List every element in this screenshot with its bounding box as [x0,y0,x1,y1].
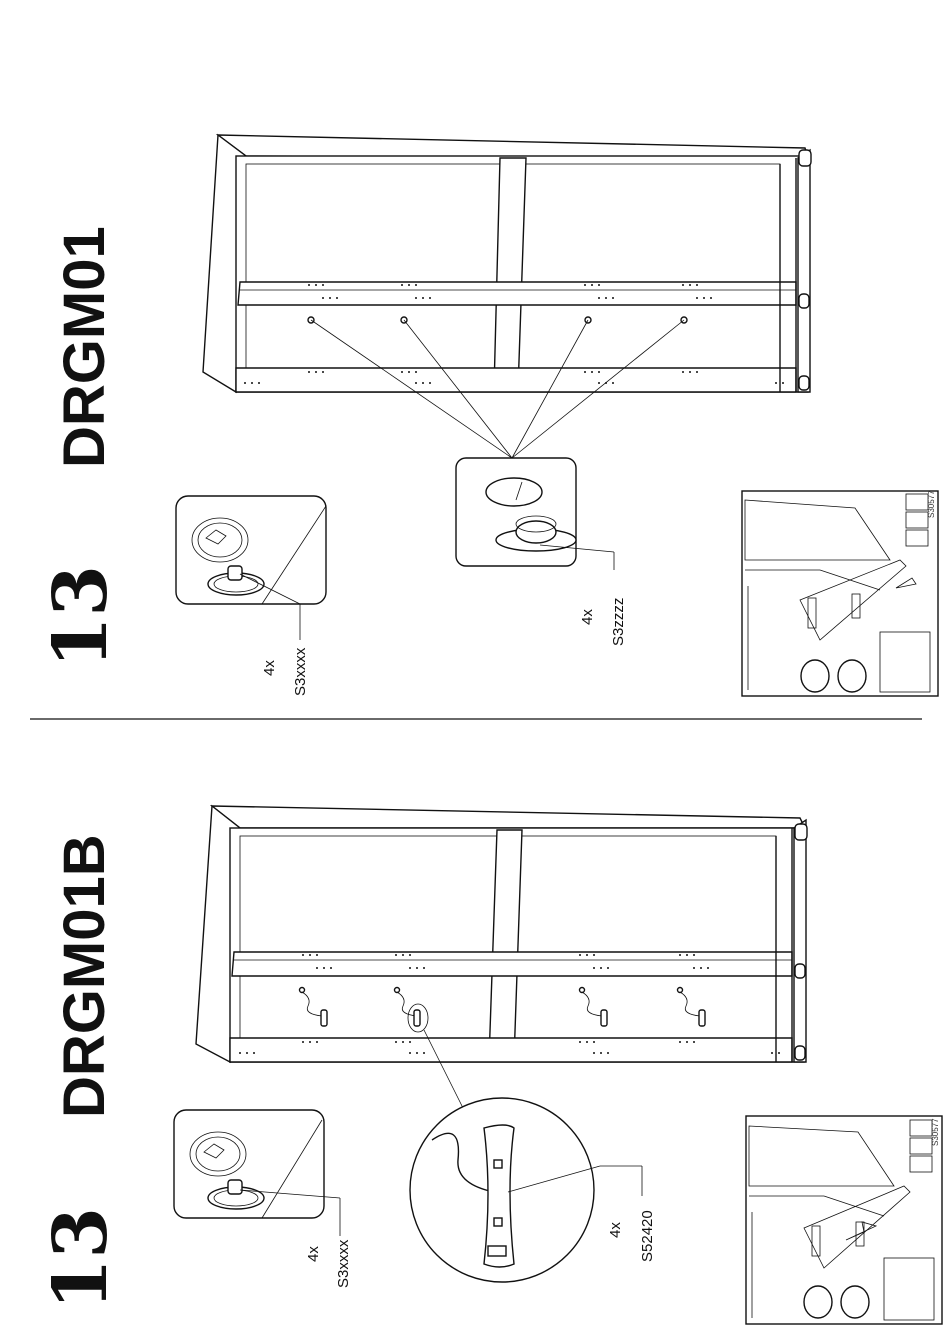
callout-qty-clip-bottom: 4x [305,1246,322,1262]
callout-code-bracket-bottom: S52420 [639,1210,656,1262]
cabinet-drawing-top [203,135,811,458]
callout-qty-bracket-bottom: 4x [607,1222,624,1238]
clip-fitting-detail-top [176,496,326,640]
callout-qty-cap-top: 4x [579,609,596,625]
callout-code-clip-top: S3xxxx [292,647,309,696]
callout-code-clip-bottom: S3xxxx [335,1239,352,1288]
model-name-bottom: DRGM01B [52,834,117,1118]
top-section: 13 DRGM01 [38,135,938,696]
inset-label-top: S30577 [927,490,936,518]
clip-fitting-detail-bottom [174,1110,340,1236]
cap-fitting-detail [456,458,614,570]
wall-mount-inset-top: S30577 [742,490,938,696]
bracket-magnified-detail [410,1098,642,1282]
inset-label-bottom: S30577 [931,1118,940,1146]
wall-mount-inset-bottom: S30577 [746,1116,942,1324]
callout-code-cap-top: S3zzzz [610,598,627,646]
step-number-bottom: 13 [38,1207,124,1310]
bottom-section: 13 DRGM01B [38,806,942,1324]
cabinet-drawing-bottom [196,806,807,1118]
model-name-top: DRGM01 [52,226,117,468]
callout-qty-clip-top: 4x [261,660,278,676]
step-number-top: 13 [38,565,124,668]
